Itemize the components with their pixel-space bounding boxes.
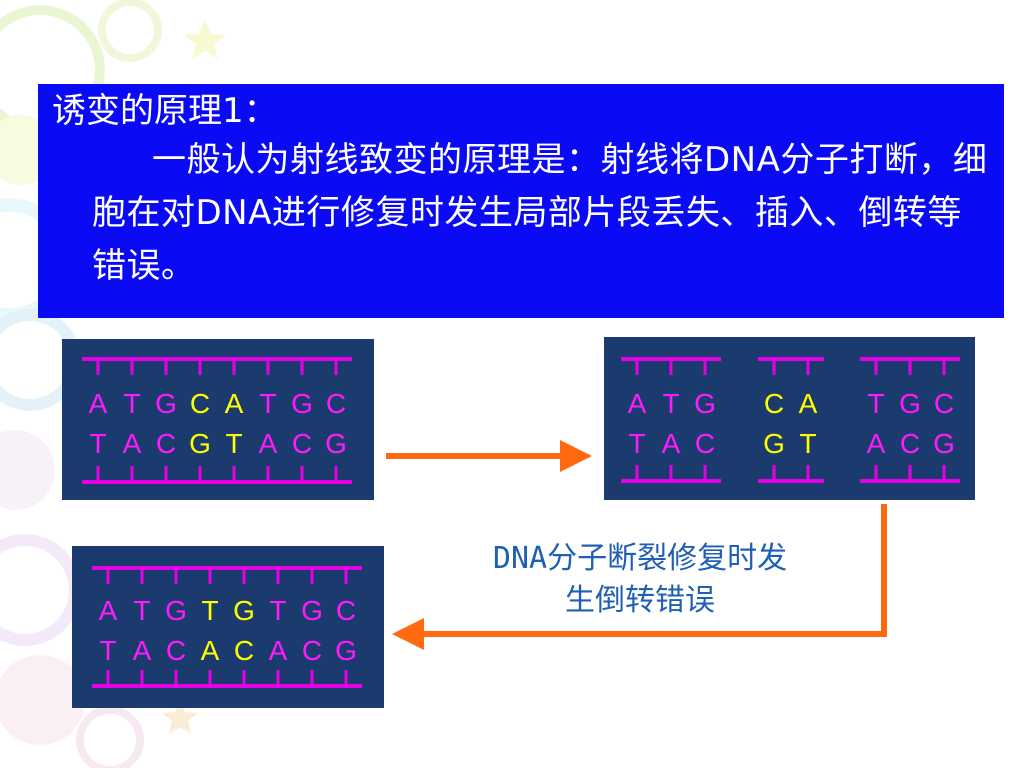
base-top: A	[99, 595, 118, 626]
decor-star	[184, 20, 226, 59]
base-bottom: A	[867, 428, 886, 459]
repair-error-caption: DNA分子断裂修复时发 生倒转错误	[430, 538, 850, 622]
decor-bubble	[76, 706, 144, 768]
base-bottom: T	[799, 428, 816, 459]
base-bottom: G	[189, 428, 211, 459]
base-bottom: C	[156, 428, 176, 459]
decor-bubble	[0, 655, 85, 745]
base-bottom: C	[695, 428, 715, 459]
base-bottom: G	[933, 428, 955, 459]
base-top: T	[269, 595, 286, 626]
base-top: T	[259, 388, 276, 419]
decor-bubble	[0, 534, 81, 646]
base-bottom: T	[99, 635, 116, 666]
base-bottom: T	[89, 428, 106, 459]
base-top: C	[764, 388, 784, 419]
base-top: C	[336, 595, 356, 626]
base-top: T	[201, 595, 218, 626]
base-bottom: C	[900, 428, 920, 459]
base-bottom: T	[225, 428, 242, 459]
base-bottom: A	[269, 635, 288, 666]
base-top: A	[225, 388, 244, 419]
base-top: G	[301, 595, 323, 626]
base-bottom: A	[259, 428, 278, 459]
base-bottom: G	[325, 428, 347, 459]
principle-body: 一般认为射线致变的原理是：射线将DNA分子打断，细胞在对DNA进行修复时发生局部…	[92, 140, 988, 286]
base-top: T	[867, 388, 884, 419]
base-top: G	[155, 388, 177, 419]
decor-bubble	[98, 0, 162, 62]
base-top: A	[628, 388, 647, 419]
base-bottom: G	[763, 428, 785, 459]
base-top: T	[123, 388, 140, 419]
decor-star	[162, 700, 198, 734]
base-top: G	[233, 595, 255, 626]
decor-bubble	[0, 430, 55, 510]
base-top: T	[662, 388, 679, 419]
base-bottom: C	[166, 635, 186, 666]
principle-text-box: 诱变的原理1： 一般认为射线致变的原理是：射线将DNA分子打断，细胞在对DNA进…	[38, 84, 1004, 318]
base-top: A	[89, 388, 108, 419]
caption-line-1: DNA分子断裂修复时发	[492, 541, 788, 576]
base-bottom: T	[628, 428, 645, 459]
base-bottom: C	[292, 428, 312, 459]
base-bottom: A	[662, 428, 681, 459]
base-bottom: C	[234, 635, 254, 666]
base-top: T	[133, 595, 150, 626]
base-bottom: A	[201, 635, 220, 666]
base-bottom: G	[335, 635, 357, 666]
base-bottom: A	[133, 635, 152, 666]
caption-line-2: 生倒转错误	[565, 583, 715, 618]
base-top: G	[694, 388, 716, 419]
base-bottom: A	[123, 428, 142, 459]
base-top: G	[899, 388, 921, 419]
base-top: C	[934, 388, 954, 419]
base-top: G	[291, 388, 313, 419]
principle-heading: 诱变的原理1：	[52, 91, 278, 131]
base-top: A	[799, 388, 818, 419]
base-top: C	[326, 388, 346, 419]
base-top: C	[190, 388, 210, 419]
base-bottom: C	[302, 635, 322, 666]
base-top: G	[165, 595, 187, 626]
